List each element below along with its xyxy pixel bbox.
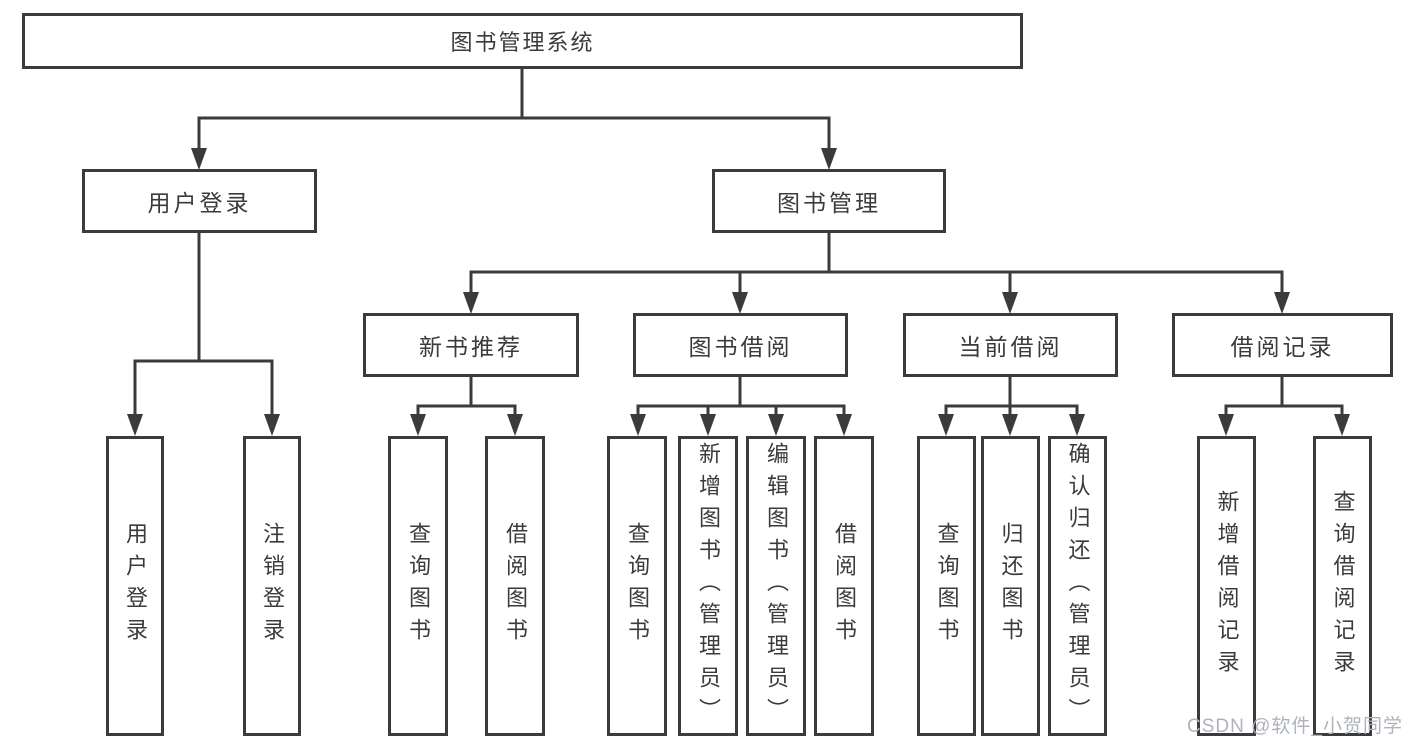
connector-book-borrow [636, 376, 846, 420]
node-book-management: 图书管理 [712, 169, 946, 233]
connector-borrow-records [1224, 376, 1344, 420]
connector-current-borrow [944, 376, 1079, 420]
connector-book-mgmt [469, 232, 1284, 296]
connector-user-login [133, 232, 274, 418]
leaf-user-login: 用户登录 [106, 436, 164, 736]
leaf-edit-book-admin: 编辑图书（管理员） [746, 436, 806, 736]
node-user-login: 用户登录 [82, 169, 317, 233]
connector-root [197, 68, 831, 152]
leaf-add-borrow-record: 新增借阅记录 [1197, 436, 1256, 736]
node-new-book-recommend: 新书推荐 [363, 313, 579, 377]
node-borrowing-records: 借阅记录 [1172, 313, 1393, 377]
leaf-query-book-recommend: 查询图书 [388, 436, 448, 736]
node-root: 图书管理系统 [22, 13, 1023, 69]
leaf-logout: 注销登录 [243, 436, 301, 736]
connector-new-book-rec [416, 376, 517, 420]
node-current-borrowing: 当前借阅 [903, 313, 1118, 377]
watermark: CSDN @软件_小贺同学 [1187, 716, 1403, 737]
leaf-borrow-book-recommend: 借阅图书 [485, 436, 545, 736]
leaf-borrow-book-borrowing: 借阅图书 [814, 436, 874, 736]
leaf-confirm-return-admin: 确认归还（管理员） [1048, 436, 1107, 736]
node-book-borrowing: 图书借阅 [633, 313, 848, 377]
leaf-add-book-admin: 新增图书（管理员） [678, 436, 738, 736]
leaf-return-book: 归还图书 [981, 436, 1040, 736]
leaf-query-borrow-record: 查询借阅记录 [1313, 436, 1372, 736]
leaf-query-book-current: 查询图书 [917, 436, 976, 736]
leaf-query-book-borrowing: 查询图书 [607, 436, 667, 736]
arrowheads [127, 148, 1350, 436]
